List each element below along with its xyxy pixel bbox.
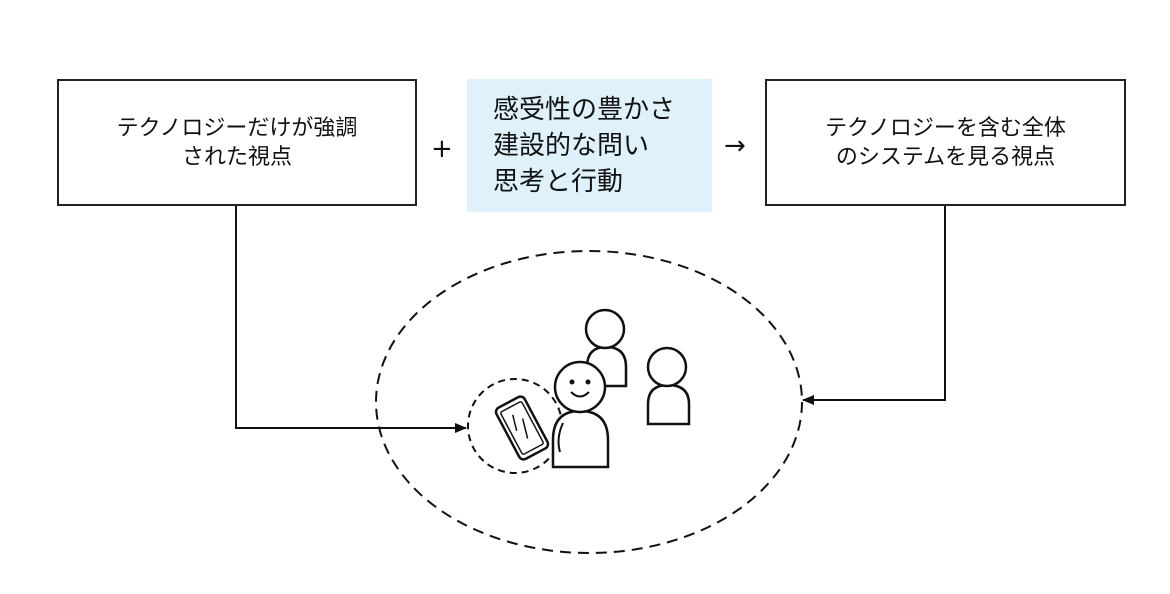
left-connector-arrow xyxy=(235,206,467,433)
added-qualities-box: 感受性の豊かさ 建設的な問い 思考と行動 xyxy=(467,79,712,212)
person-icon xyxy=(646,346,691,426)
technology-only-viewpoint-text: テクノロジーだけが強調 された視点 xyxy=(117,114,358,172)
added-qualities-text: 感受性の豊かさ 建設的な問い 思考と行動 xyxy=(467,92,675,200)
whole-system-viewpoint-box: テクノロジーを含む全体 のシステムを見る視点 xyxy=(765,79,1126,206)
middle-box-line-1: 感受性の豊かさ xyxy=(493,94,676,125)
right-connector-arrow xyxy=(802,206,946,405)
left-box-line-1: テクノロジーだけが強調 xyxy=(116,115,358,141)
middle-box-line-2: 建設的な問い xyxy=(493,130,650,161)
right-box-line-1: テクノロジーを含む全体 xyxy=(825,115,1066,141)
right-box-line-2: のシステムを見る視点 xyxy=(835,144,1056,170)
whole-system-viewpoint-text: テクノロジーを含む全体 のシステムを見る視点 xyxy=(825,114,1066,172)
plus-operator: + xyxy=(431,134,453,164)
left-box-line-2: された視点 xyxy=(181,144,292,170)
smartphone-icon xyxy=(494,395,550,461)
smiling-person-icon xyxy=(551,360,610,469)
technology-only-viewpoint-box: テクノロジーだけが強調 された視点 xyxy=(57,79,417,206)
whole-system-ellipse xyxy=(375,250,803,554)
result-arrow: → xyxy=(724,131,746,161)
middle-box-line-3: 思考と行動 xyxy=(493,166,624,197)
